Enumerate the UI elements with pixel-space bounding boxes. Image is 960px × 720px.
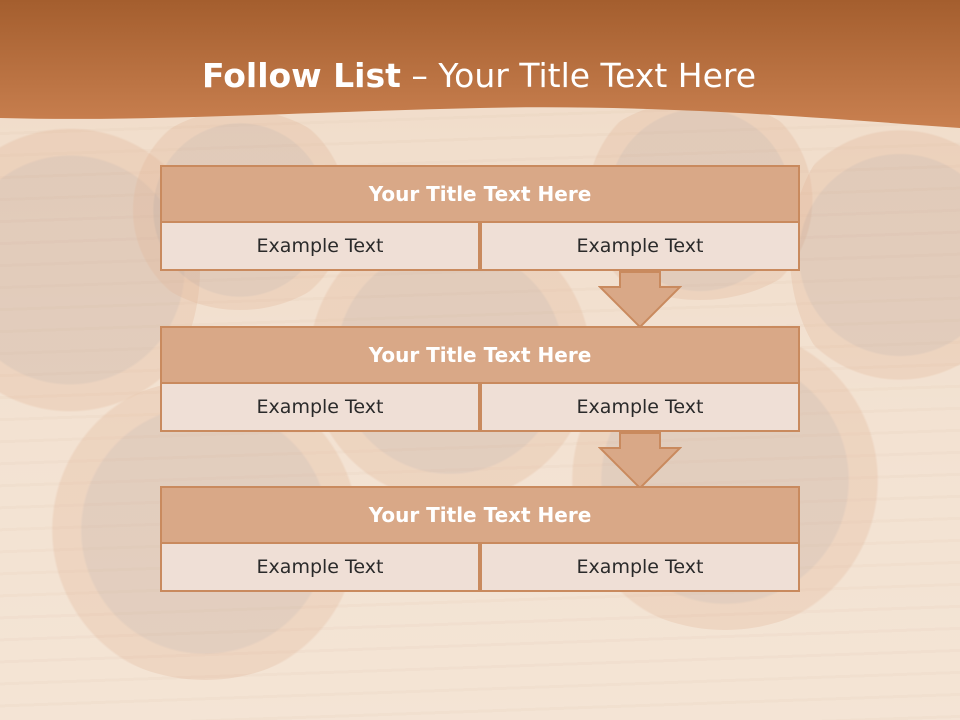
step-heading: Your Title Text Here: [160, 326, 800, 384]
step-cell-left: Example Text: [160, 544, 480, 592]
step-cell-right: Example Text: [480, 544, 800, 592]
step-cell-left: Example Text: [160, 384, 480, 432]
step-heading: Your Title Text Here: [160, 486, 800, 544]
header-wave: [0, 0, 960, 128]
title-bold: Follow List: [202, 56, 401, 95]
down-arrow-icon: [598, 432, 682, 490]
step-heading: Your Title Text Here: [160, 165, 800, 223]
step-cell-right: Example Text: [480, 384, 800, 432]
header-band: Follow List – Your Title Text Here: [0, 0, 960, 140]
step-cell-left: Example Text: [160, 223, 480, 271]
down-arrow-icon: [598, 271, 682, 329]
step-cell-right: Example Text: [480, 223, 800, 271]
title-rest: – Your Title Text Here: [400, 56, 757, 95]
slide-title: Follow List – Your Title Text Here: [0, 56, 960, 96]
